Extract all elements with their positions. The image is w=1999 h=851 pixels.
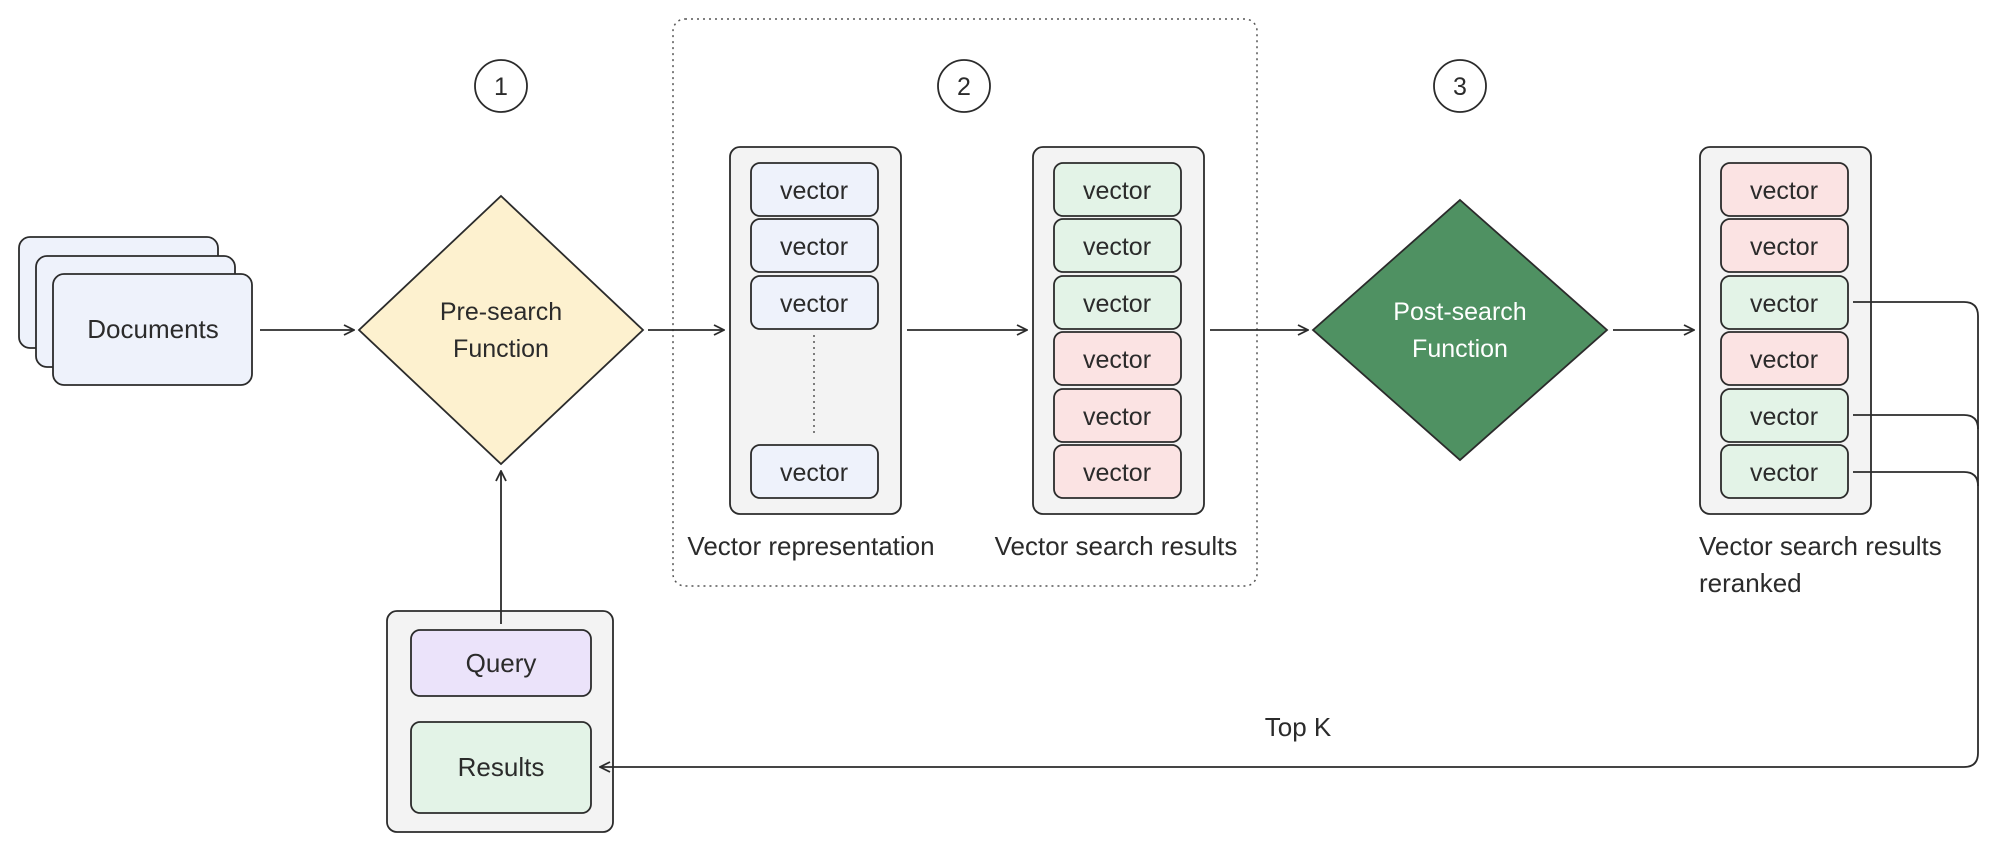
reranked-vector-3: vector — [1750, 290, 1818, 318]
reranked-vector-2: vector — [1750, 233, 1818, 261]
result-vector-5: vector — [1083, 403, 1151, 431]
post-search-function: Post-search Function — [1311, 198, 1609, 462]
representation-vector-n: vector — [780, 459, 848, 487]
step-2-marker: 2 — [937, 59, 991, 113]
representation-vector-1: vector — [780, 177, 848, 205]
query-label: Query — [466, 648, 537, 678]
representation-vector-2: vector — [780, 233, 848, 261]
reranked-caption-line1: Vector search results — [1699, 531, 1942, 561]
result-vector-4: vector — [1083, 346, 1151, 374]
step-1-marker: 1 — [474, 59, 528, 113]
vector-representation: vector vector vector vector — [729, 146, 902, 515]
reranked-vector-6: vector — [1750, 459, 1818, 487]
step-2-number: 2 — [957, 73, 971, 101]
result-vector-2: vector — [1083, 233, 1151, 261]
step-3-marker: 3 — [1433, 59, 1487, 113]
result-vector-3: vector — [1083, 290, 1151, 318]
pre-search-label-line1: Pre-search — [440, 298, 562, 326]
reranked-caption-line2: reranked — [1699, 568, 1802, 598]
reranked-vector-5: vector — [1750, 403, 1818, 431]
query-results-box: Query Results — [386, 610, 614, 833]
pre-search-label-line2: Function — [453, 335, 549, 363]
connector-top-k-2 — [1853, 414, 1979, 430]
documents-stack: Documents — [18, 236, 253, 386]
reranked-vector-1: vector — [1750, 177, 1818, 205]
reranked-results: vector vector vector vector vector vecto… — [1699, 146, 1872, 515]
reranked-vector-4: vector — [1750, 346, 1818, 374]
results-label: Results — [458, 752, 545, 782]
connector-top-k-3 — [1853, 471, 1979, 487]
post-search-label-line2: Function — [1412, 335, 1508, 363]
result-vector-1: vector — [1083, 177, 1151, 205]
connectors — [260, 301, 1979, 767]
vector-search-results: vector vector vector vector vector vecto… — [1032, 146, 1205, 515]
pre-search-function: Pre-search Function — [357, 194, 645, 466]
step-1-number: 1 — [494, 73, 508, 101]
result-vector-6: vector — [1083, 459, 1151, 487]
post-search-label-line1: Post-search — [1393, 298, 1526, 326]
top-k-label: Top K — [1265, 712, 1332, 742]
search-results-caption: Vector search results — [995, 531, 1238, 561]
representation-vector-3: vector — [780, 290, 848, 318]
arrow-top-k-to-results — [600, 301, 1979, 767]
step-3-number: 3 — [1453, 73, 1467, 101]
representation-caption: Vector representation — [687, 531, 934, 561]
documents-label: Documents — [87, 314, 219, 344]
